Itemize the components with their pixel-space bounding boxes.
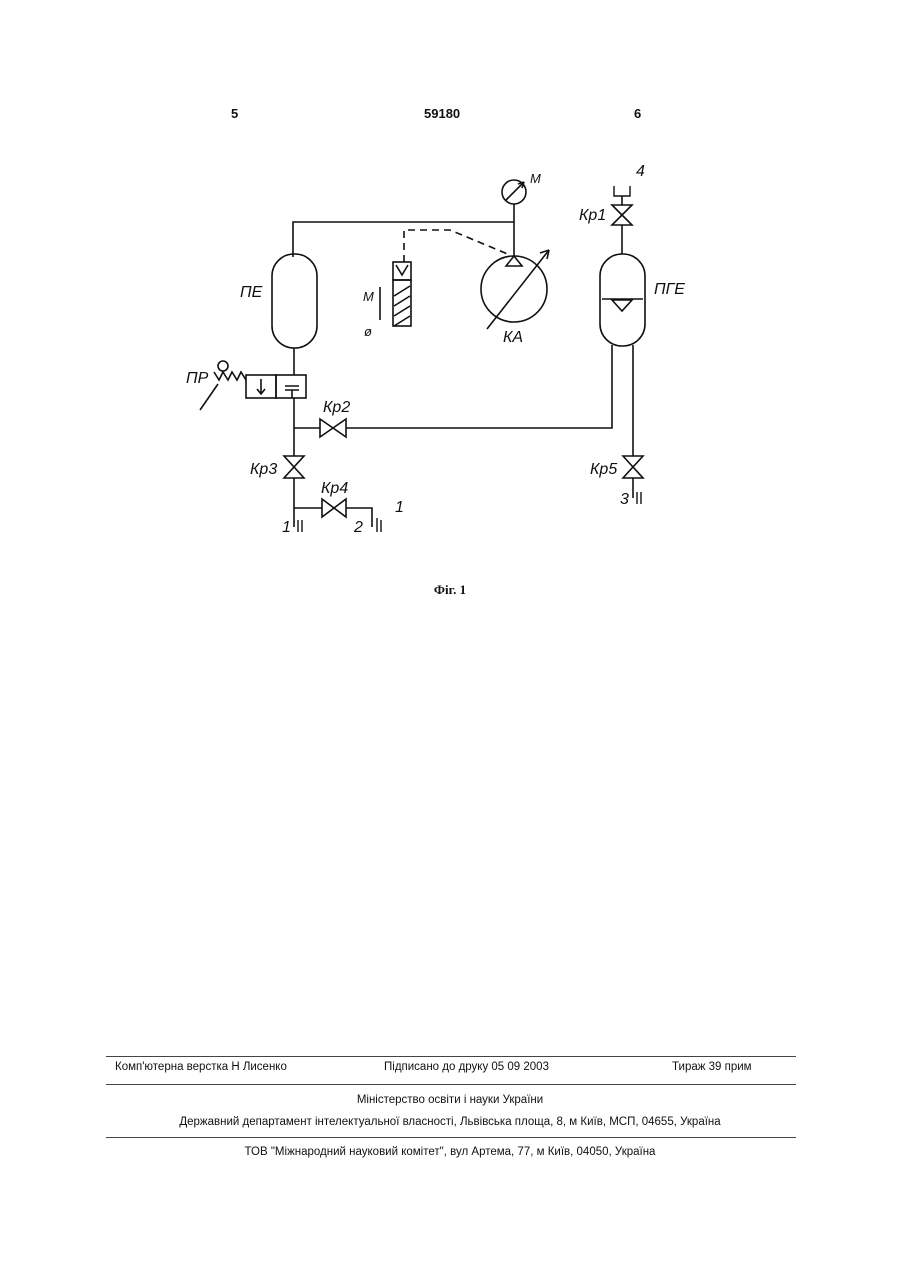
manometer-icon [502, 180, 526, 204]
label-ka: КА [503, 329, 523, 346]
footer-rule-top [106, 1056, 796, 1057]
motor-icon [380, 262, 411, 326]
label-pge: ПГЕ [654, 281, 685, 298]
label-kr1: Кр1 [579, 207, 606, 224]
valve-kr1-icon [612, 205, 632, 225]
hydraulic-schematic: M M ø ПЕ ПР КА ПГЕ Кр1 Кр2 Кр3 Кр4 Кр5 1… [0, 0, 900, 600]
pge-vessel-icon [600, 254, 645, 346]
valve-kr4-icon [322, 499, 346, 517]
label-port-1: 1 [282, 519, 291, 536]
valve-kr3-icon [284, 456, 304, 478]
footer-print-run: Тираж 39 прим [672, 1061, 752, 1073]
label-kr4: Кр4 [321, 480, 348, 497]
label-pr: ПР [186, 370, 209, 387]
label-port-4: 4 [636, 163, 645, 180]
footer-rule-middle [106, 1084, 796, 1085]
figure-caption: Фіг. 1 [0, 582, 900, 598]
label-port-2: 2 [353, 519, 363, 536]
label-manometer: M [530, 171, 541, 186]
footer-signed: Підписано до друку 05 09 2003 [384, 1061, 549, 1073]
label-kr5: Кр5 [590, 461, 617, 478]
valve-kr2-icon [320, 419, 346, 437]
pipeline-lines [293, 196, 633, 527]
compressor-icon [481, 250, 549, 329]
footer-ministry: Міністерство освіти і науки України [0, 1094, 900, 1106]
label-pe: ПЕ [240, 284, 263, 301]
label-mode-zero: ø [364, 324, 372, 339]
label-kr2: Кр2 [323, 399, 350, 416]
footer-company: ТОВ "Міжнародний науковий комітет", вул … [0, 1146, 900, 1158]
valve-kr5-icon [623, 456, 643, 478]
footer-department: Державний департамент інтелектуальної вл… [0, 1116, 900, 1128]
label-kr3: Кр3 [250, 461, 277, 478]
control-line [404, 230, 510, 262]
label-port-3: 3 [620, 491, 629, 508]
label-mode-m: M [363, 289, 374, 304]
pe-vessel-icon [272, 254, 317, 348]
footer-rule-bottom [106, 1137, 796, 1138]
footer-layout: Комп'ютерна верстка Н Лисенко [115, 1061, 287, 1073]
label-port-1-right: 1 [395, 499, 404, 516]
relief-valve-icon [200, 361, 306, 410]
